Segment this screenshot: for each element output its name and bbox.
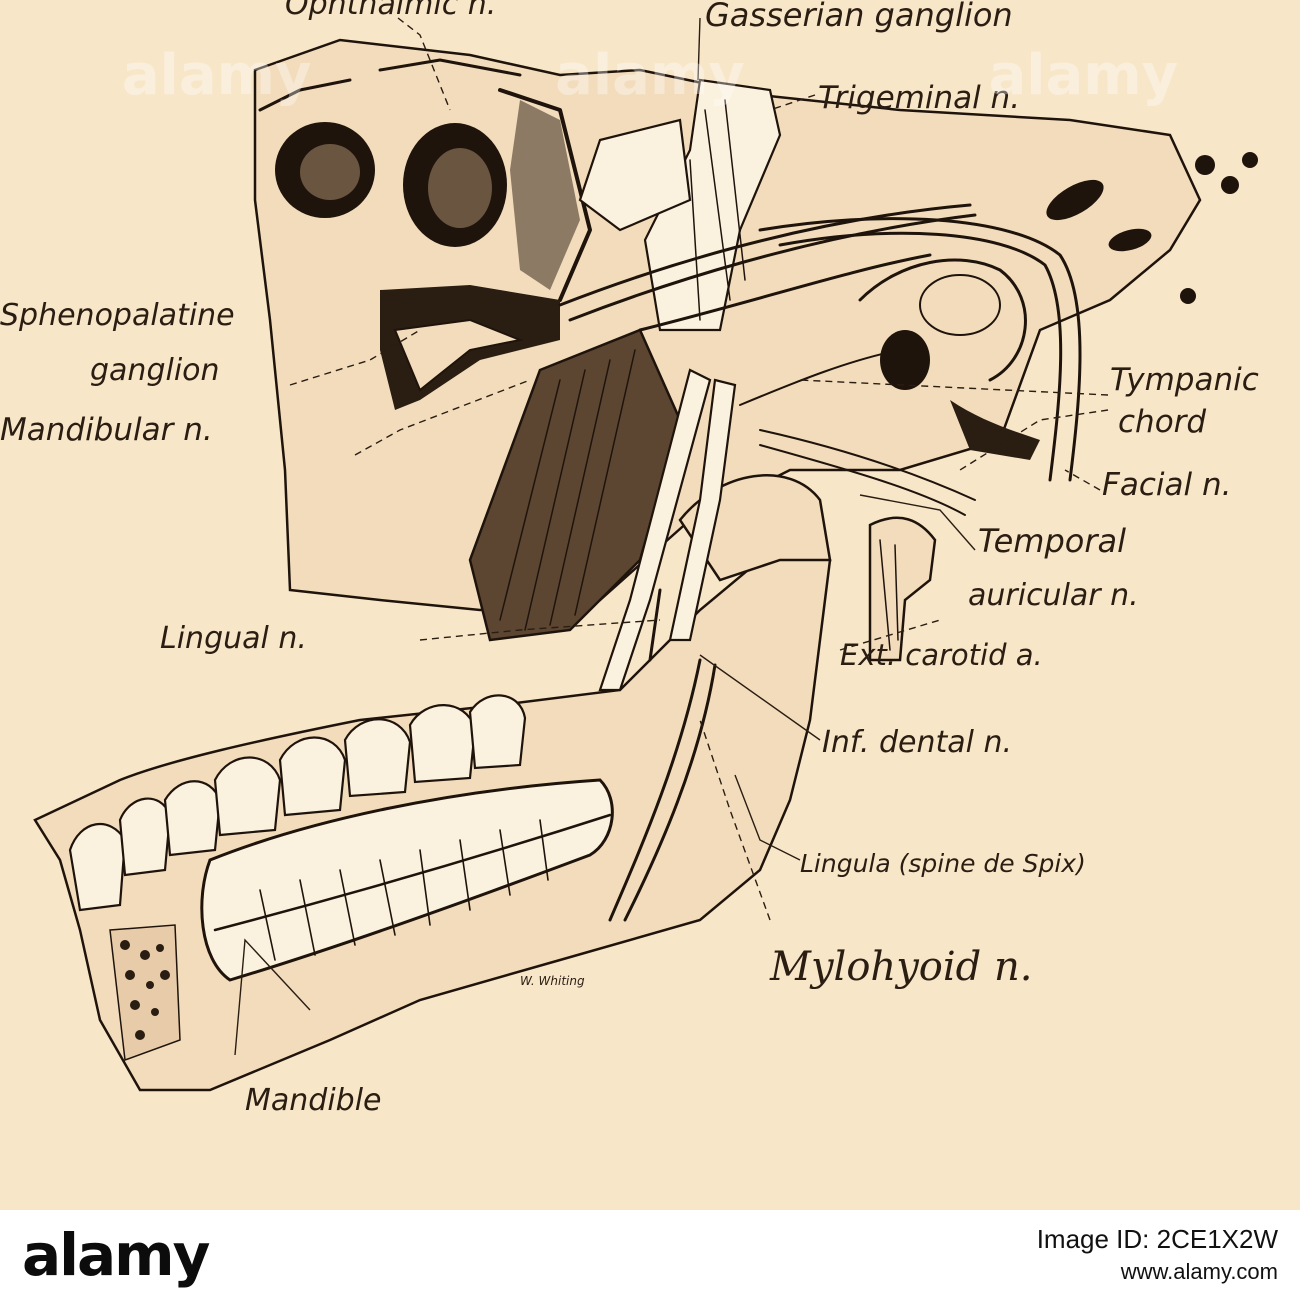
pterygoid-muscle <box>468 328 682 642</box>
alamy-logo[interactable]: alamy <box>22 1220 210 1289</box>
gasserian-ganglion-shape <box>578 78 782 332</box>
label-gasserian-ganglion: Gasserian ganglion <box>705 0 1013 34</box>
leader-lines <box>234 17 1109 1056</box>
label-ext-carotid: Ext. carotid a. <box>840 638 1043 672</box>
label-mandibular: Mandibular n. <box>0 412 213 448</box>
label-facial: Facial n. <box>1102 467 1231 503</box>
nerve-trunks <box>558 203 1082 482</box>
label-lingual: Lingual n. <box>160 621 307 656</box>
label-temporal-1: Temporal <box>978 522 1126 560</box>
orbit-cavity-left-inner <box>300 144 360 200</box>
trigeminal-illustration: Ophthalmic n. Gasserian ganglion Trigemi… <box>0 0 1259 1118</box>
label-mandible: Mandible <box>245 1083 382 1118</box>
stock-banner: alamy Image ID: 2CE1X2W www.alamy.com <box>0 1210 1300 1299</box>
stock-meta: Image ID: 2CE1X2W www.alamy.com <box>1037 1224 1278 1285</box>
anatomical-plate: Ophthalmic n. Gasserian ganglion Trigemi… <box>0 0 1259 1118</box>
descending-nerves <box>598 349 976 692</box>
label-mylohyoid: Mylohyoid n. <box>769 944 1032 990</box>
ear-ossicle <box>880 330 930 390</box>
teeth <box>68 694 527 912</box>
orbit-cavity-right-inner <box>428 148 492 228</box>
label-sphenopalatine-1: Sphenopalatine <box>0 298 235 333</box>
label-tympanic-2: chord <box>1118 404 1206 440</box>
skull-base <box>253 38 1258 612</box>
label-tympanic-1: Tympanic <box>1110 362 1259 398</box>
label-trigeminal: Trigeminal n. <box>818 80 1020 116</box>
image-id: Image ID: 2CE1X2W <box>1036 1224 1278 1254</box>
figure-labels: Ophthalmic n. Gasserian ganglion Trigemi… <box>0 0 1259 1118</box>
mandible-bone <box>33 474 832 1092</box>
label-lingula: Lingula (spine de Spix) <box>800 849 1086 878</box>
site-url[interactable]: www.alamy.com <box>1120 1259 1278 1284</box>
label-sphenopalatine-2: ganglion <box>90 353 220 388</box>
label-inf-dental: Inf. dental n. <box>822 725 1012 760</box>
label-ophthalmic: Ophthalmic n. <box>285 0 496 22</box>
label-temporal-2: auricular n. <box>968 578 1139 613</box>
artist-signature: W. Whiting <box>520 974 585 988</box>
